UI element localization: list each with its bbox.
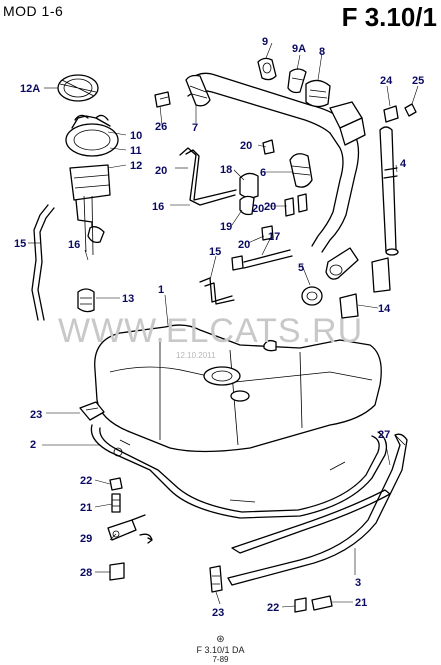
- callout-14: 14: [378, 303, 391, 315]
- callout-21: 21: [80, 502, 92, 514]
- callout-7: 7: [192, 122, 198, 134]
- callout-10: 10: [130, 130, 142, 142]
- callout-9a: 9A: [292, 43, 306, 55]
- fuel-sender-unit: [57, 74, 119, 256]
- heat-shield: [90, 424, 388, 519]
- callout-22: 22: [267, 602, 279, 614]
- callout-9: 9: [262, 36, 268, 48]
- callout-20: 20: [238, 239, 250, 251]
- callout-23: 23: [212, 607, 224, 619]
- callout-25: 25: [412, 75, 424, 87]
- fuel-tank: [94, 324, 382, 453]
- callout-3: 3: [355, 577, 361, 589]
- tank-pad: [77, 288, 95, 313]
- callout-15: 15: [209, 246, 221, 258]
- callout-12: 12: [130, 160, 142, 172]
- callout-12a: 12A: [20, 83, 40, 95]
- callout-6: 6: [260, 167, 266, 179]
- callout-17: 17: [268, 231, 280, 243]
- leader-lines: [28, 42, 419, 608]
- callout-13: 13: [122, 293, 134, 305]
- callout-28: 28: [80, 567, 92, 579]
- footer-code: F 3.10/1 DA: [196, 645, 245, 655]
- tank-straps: [227, 433, 408, 586]
- callout-21: 21: [355, 597, 367, 609]
- callout-27: 27: [378, 429, 390, 441]
- callout-26: 26: [155, 121, 167, 133]
- callout-20: 20: [240, 140, 252, 152]
- callout-16: 16: [152, 201, 164, 213]
- filler-cap-parts: [257, 57, 417, 123]
- vent-hose-assembly: [154, 74, 211, 108]
- small-hoses: [179, 139, 308, 305]
- filler-neck: [187, 72, 399, 256]
- figure-reference: F 3.10/1: [341, 2, 437, 32]
- callout-19: 19: [220, 221, 232, 233]
- callout-29: 29: [80, 533, 92, 545]
- callout-1: 1: [158, 284, 164, 296]
- callout-18: 18: [220, 164, 232, 176]
- callout-24: 24: [380, 75, 393, 87]
- watermark-date: 12.10.2011: [176, 351, 216, 360]
- callout-4: 4: [400, 158, 407, 170]
- callout-20: 20: [252, 203, 264, 215]
- callout-8: 8: [319, 46, 325, 58]
- footer-date: 7-89: [212, 655, 229, 664]
- footer-symbol: ⊛: [216, 634, 225, 645]
- callout-16: 16: [68, 239, 80, 251]
- callout-5: 5: [298, 262, 304, 274]
- fuel-pipes: [31, 204, 55, 321]
- connectors-and-filter: [289, 153, 391, 319]
- model-label: MOD 1-6: [3, 3, 64, 19]
- callout-23: 23: [30, 409, 42, 421]
- callout-15: 15: [14, 238, 26, 250]
- callout-2: 2: [30, 439, 36, 451]
- callout-labels: 1 2 3 4 5 6 7 8 9 9A 10 11 12 12A 13 14 …: [14, 36, 424, 619]
- watermark-text: WWW.ELCATS.RU: [58, 312, 364, 350]
- callout-11: 11: [130, 145, 142, 157]
- callout-20: 20: [264, 201, 276, 213]
- callout-22: 22: [80, 475, 92, 487]
- callout-20: 20: [155, 165, 167, 177]
